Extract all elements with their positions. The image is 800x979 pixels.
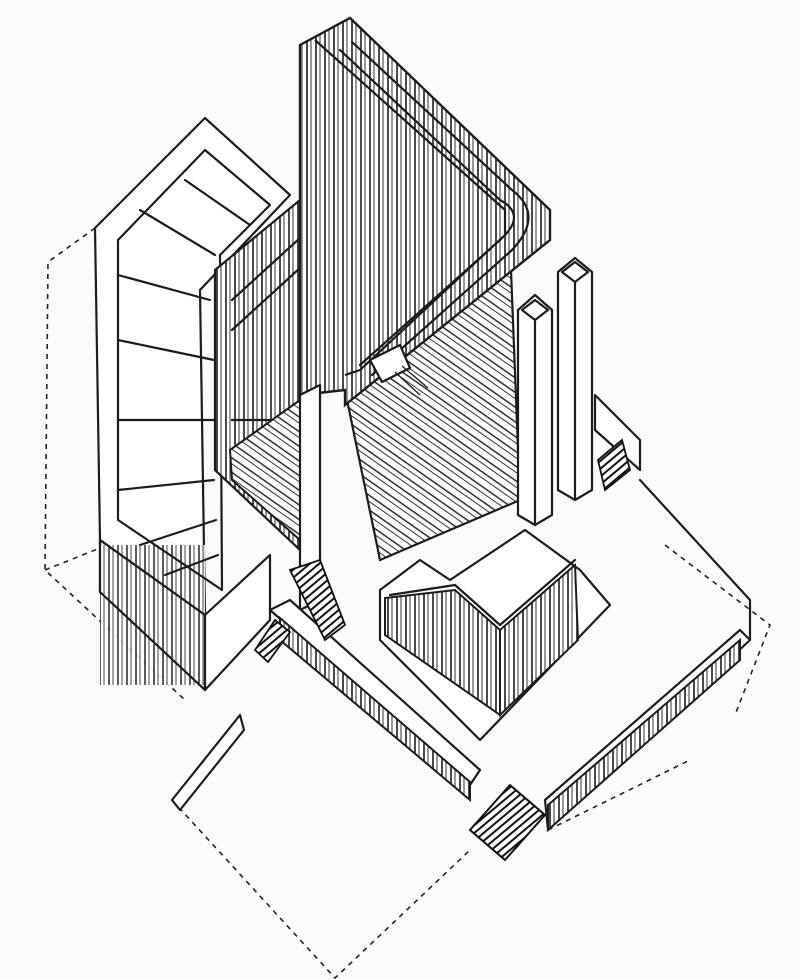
lower-stage-block [378, 528, 612, 742]
terrace-wall [170, 478, 752, 833]
west-hall [93, 116, 292, 692]
twin-chimneys [516, 256, 642, 527]
entrance-stairs [253, 558, 547, 862]
central-tower [298, 16, 552, 612]
